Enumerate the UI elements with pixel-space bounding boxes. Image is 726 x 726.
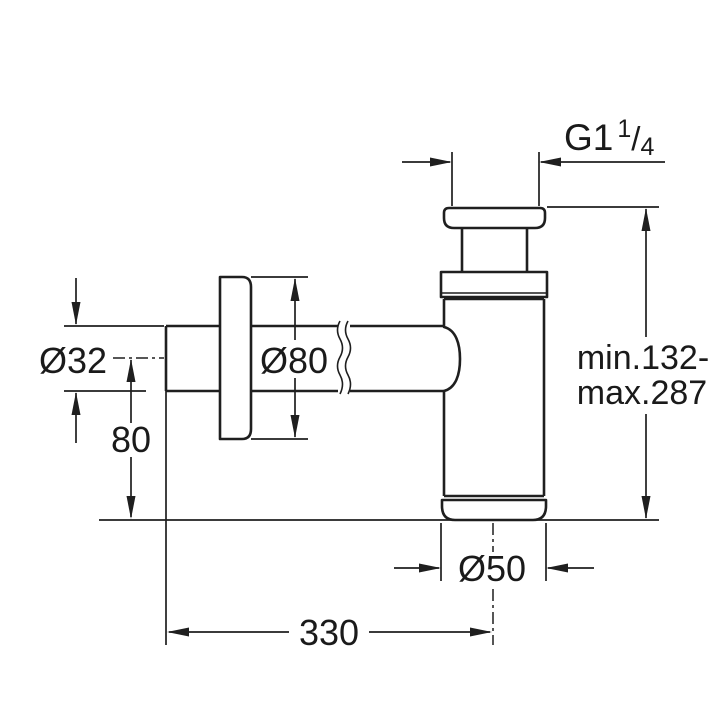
top-flange-outline xyxy=(442,206,547,230)
arrowhead-up-icon xyxy=(290,278,300,301)
arrowhead-down-icon xyxy=(126,496,136,519)
arrowhead-up-icon xyxy=(641,208,651,231)
arrowhead-right-icon xyxy=(419,563,441,573)
arrowhead-up-icon xyxy=(71,392,81,415)
union-nut-outline xyxy=(439,270,549,299)
wall-escutcheon-outline xyxy=(218,275,253,441)
dim-escutcheon-diameter: Ø80 xyxy=(251,276,328,440)
arrowhead-right-icon xyxy=(430,157,452,167)
dim-label-escutcheon-diameter: Ø80 xyxy=(260,340,328,381)
dim-label-body-diameter: Ø50 xyxy=(458,548,526,589)
dim-height-range: min.132- max.287 xyxy=(547,206,709,519)
tube-break-squiggle-right xyxy=(344,320,352,395)
arrowhead-left-icon xyxy=(539,157,561,167)
dim-installation-depth: 330 xyxy=(165,391,492,653)
dim-label-height-min: min.132- xyxy=(577,339,709,377)
arrowhead-up-icon xyxy=(126,359,136,382)
dim-label-height-max: max.287 xyxy=(577,374,707,412)
body-left-edge-with-inlet-socket xyxy=(442,299,462,496)
arrowhead-left-icon xyxy=(546,563,568,573)
arrowhead-down-icon xyxy=(290,415,300,438)
dim-center-height: 80 xyxy=(99,359,659,521)
dim-label-installation-depth: 330 xyxy=(299,612,359,653)
arrowhead-down-icon xyxy=(71,302,81,325)
arrowhead-right-icon xyxy=(470,627,492,637)
dim-body-diameter: Ø50 xyxy=(394,523,594,589)
arrowhead-left-icon xyxy=(167,627,189,637)
arrowhead-down-icon xyxy=(641,496,651,519)
dim-inlet-diameter: Ø32 xyxy=(39,278,164,443)
tube-break-squiggle-left xyxy=(336,320,344,395)
dim-label-center-height: 80 xyxy=(111,419,151,460)
dim-label-inlet-diameter: Ø32 xyxy=(39,340,107,381)
